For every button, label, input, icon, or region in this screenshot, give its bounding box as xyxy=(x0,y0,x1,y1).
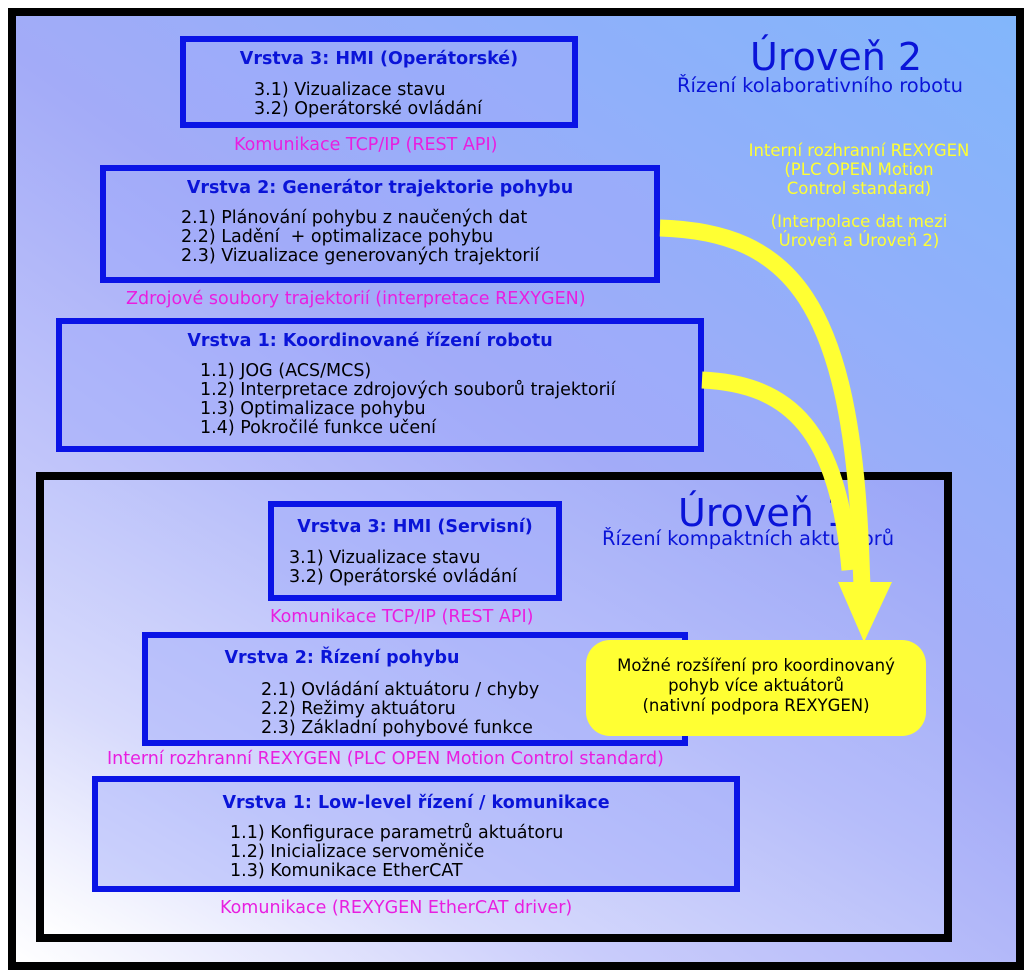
l2-layer3-box: Vrstva 3: HMI (Operátorské) 3.1) Vizuali… xyxy=(180,36,578,128)
interface-note: Interní rozhranní REXYGEN (PLC OPEN Moti… xyxy=(716,141,1002,198)
l2-layer2-box: Vrstva 2: Generátor trajektorie pohybu 2… xyxy=(100,165,660,283)
level2-subtitle: Řízení kolaborativního robotu xyxy=(677,74,964,97)
extension-note: Možné rozšíření pro koordinovaný pohyb v… xyxy=(586,656,926,716)
l2-connector-sources: Zdrojové soubory trajektorií (interpreta… xyxy=(126,289,586,309)
l2-layer3-item: 3.1) Vizualizace stavu xyxy=(254,80,446,100)
l2-layer1-title: Vrstva 1: Koordinované řízení robotu xyxy=(187,331,553,351)
interface-note-line: Interní rozhranní REXYGEN xyxy=(748,141,970,160)
extension-note-line: pohyb více aktuátorů xyxy=(668,676,844,695)
extension-note-line: (nativní podpora REXYGEN) xyxy=(642,696,870,715)
l1-connector-ethercat: Komunikace (REXYGEN EtherCAT driver) xyxy=(220,898,573,918)
level1-title: Úroveň 1 xyxy=(678,491,851,535)
l2-layer2-item: 2.1) Plánování pohybu z naučených dat xyxy=(181,208,528,228)
arrowhead-icon xyxy=(838,582,892,642)
l2-layer3-item: 3.2) Operátorské ovládání xyxy=(254,99,482,119)
level1-subtitle: Řízení kompaktních aktuátorů xyxy=(602,527,895,550)
l1-connector-interface: Interní rozhranní REXYGEN (PLC OPEN Moti… xyxy=(107,749,664,769)
l2-layer2-item: 2.2) Ladění + optimalizace pohybu xyxy=(181,227,494,247)
l2-layer1-item: 1.1) JOG (ACS/MCS) xyxy=(200,361,372,381)
interpolation-note-line: Úroveň a Úroveň 2) xyxy=(778,231,940,250)
l1-layer2-title: Vrstva 2: Řízení pohybu xyxy=(224,648,460,668)
extension-note-line: Možné rozšíření pro koordinovaný xyxy=(617,656,895,675)
interface-note-line: (PLC OPEN Motion xyxy=(784,160,934,179)
l1-layer2-item: 2.3) Základní pohybové funkce xyxy=(261,718,533,738)
arrow-from-layer2 xyxy=(659,219,872,616)
extension-note-box xyxy=(586,640,926,736)
l1-layer2-item: 2.1) Ovládání aktuátoru / chyby xyxy=(261,680,540,700)
l2-connector-tcpip: Komunikace TCP/IP (REST API) xyxy=(234,135,498,155)
l1-layer1-title: Vrstva 1: Low-level řízení / komunikace xyxy=(222,793,610,813)
l2-layer2-item: 2.3) Vizualizace generovaných trajektori… xyxy=(181,246,540,266)
l2-layer2-title: Vrstva 2: Generátor trajektorie pohybu xyxy=(186,178,574,198)
l2-layer1-item: 1.4) Pokročilé funkce učení xyxy=(200,418,437,438)
l1-layer3-box: Vrstva 3: HMI (Servisní) 3.1) Vizualizac… xyxy=(268,501,562,601)
l2-layer1-box: Vrstva 1: Koordinované řízení robotu 1.1… xyxy=(56,318,704,452)
l1-layer3-item: 3.2) Operátorské ovládání xyxy=(289,567,517,587)
arrow-from-layer1 xyxy=(701,371,859,571)
l1-layer1-item: 1.1) Konfigurace parametrů aktuátoru xyxy=(230,823,564,843)
l1-layer1-box: Vrstva 1: Low-level řízení / komunikace … xyxy=(92,776,740,892)
l1-layer3-item: 3.1) Vizualizace stavu xyxy=(289,548,481,568)
l1-layer1-item: 1.3) Komunikace EtherCAT xyxy=(230,861,463,881)
l2-layer1-item: 1.3) Optimalizace pohybu xyxy=(200,399,426,419)
l2-layer1-item: 1.2) Interpretace zdrojových souborů tra… xyxy=(200,380,616,400)
interpolation-note: (Interpolace dat mezi Úroveň a Úroveň 2) xyxy=(716,212,1002,250)
interface-note-line: Control standard) xyxy=(786,179,932,198)
l1-layer1-item: 1.2) Inicializace servoměniče xyxy=(230,842,485,862)
l1-layer3-title: Vrstva 3: HMI (Servisní) xyxy=(297,517,533,537)
l1-connector-tcpip: Komunikace TCP/IP (REST API) xyxy=(270,607,534,627)
interpolation-note-line: (Interpolace dat mezi xyxy=(770,212,948,231)
l1-layer2-item: 2.2) Režimy aktuátoru xyxy=(261,699,456,719)
level2-title: Úroveň 2 xyxy=(750,35,923,79)
l2-layer3-title: Vrstva 3: HMI (Operátorské) xyxy=(239,49,519,69)
